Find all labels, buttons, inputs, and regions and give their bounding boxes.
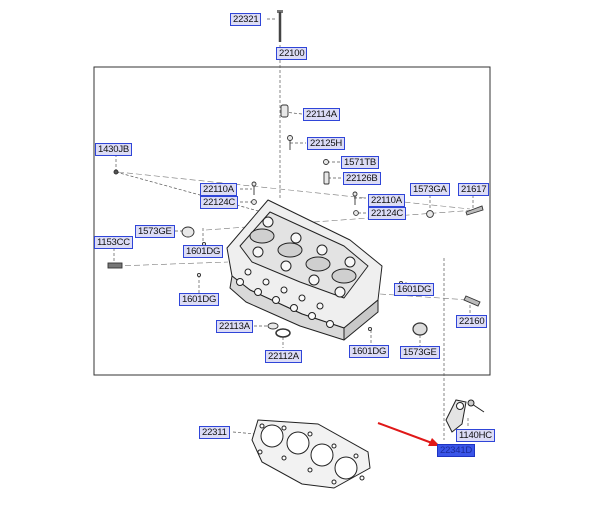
part-label-22100[interactable]: 22100 xyxy=(276,47,308,60)
part-label-22113a[interactable]: 22113A xyxy=(216,320,253,333)
part-label-1601dg-3[interactable]: 1601DG xyxy=(394,283,435,296)
part-label-22125h[interactable]: 22125H xyxy=(307,137,346,150)
part-label-1601dg-4[interactable]: 1601DG xyxy=(349,345,390,358)
part-label-22114a[interactable]: 22114A xyxy=(303,108,340,121)
part-label-22126b[interactable]: 22126B xyxy=(343,172,381,185)
part-label-1571tb[interactable]: 1571TB xyxy=(341,156,380,169)
part-label-1573ga[interactable]: 1573GA xyxy=(410,183,450,196)
small-fasteners xyxy=(107,104,484,338)
part-label-22321[interactable]: 22321 xyxy=(230,13,262,26)
part-label-22124c-right[interactable]: 22124C xyxy=(368,207,407,220)
part-label-1573ge-left[interactable]: 1573GE xyxy=(135,225,175,238)
part-label-1430jb[interactable]: 1430JB xyxy=(95,143,133,156)
head-bolt-part xyxy=(277,10,283,42)
head-gasket-part xyxy=(251,419,371,489)
assembly-frame xyxy=(93,66,491,376)
part-label-21617[interactable]: 21617 xyxy=(458,183,490,196)
part-label-22124c-left[interactable]: 22124C xyxy=(200,196,239,209)
part-label-22311[interactable]: 22311 xyxy=(199,426,230,439)
part-label-22110a-left[interactable]: 22110A xyxy=(200,183,237,196)
part-label-22341d-highlighted[interactable]: 22341D xyxy=(437,444,476,457)
part-label-1153cc[interactable]: 1153CC xyxy=(94,236,133,249)
part-label-1573ge-right[interactable]: 1573GE xyxy=(400,346,440,359)
part-label-1601dg-2[interactable]: 1601DG xyxy=(179,293,220,306)
cylinder-head-part xyxy=(226,199,383,341)
pointer-arrow xyxy=(377,422,440,446)
part-label-22160[interactable]: 22160 xyxy=(456,315,488,328)
part-label-22112a[interactable]: 22112A xyxy=(265,350,302,363)
engine-hanger-part xyxy=(445,399,485,433)
part-label-22110a-right[interactable]: 22110A xyxy=(368,194,405,207)
part-label-1601dg-1[interactable]: 1601DG xyxy=(183,245,224,258)
part-label-1140hc[interactable]: 1140HC xyxy=(456,429,495,442)
